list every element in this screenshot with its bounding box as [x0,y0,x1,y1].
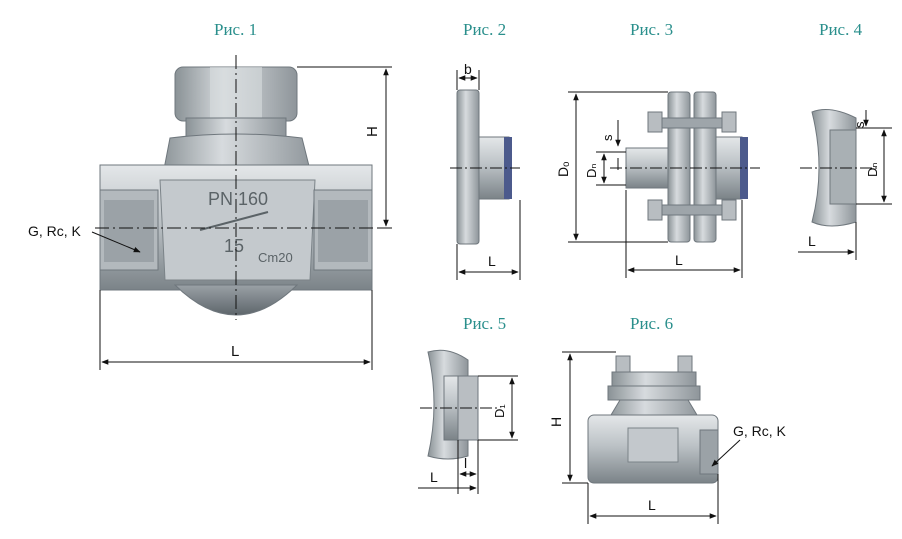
fig1-left-thread [99,189,159,271]
fig3-title: Рис. 3 [630,20,674,39]
fig5-dimensions: D₁ l L [418,375,518,494]
fig3-dim-l: L [675,252,683,268]
fig1-right-thread [313,189,373,271]
fig6-dim-thread: G, Rc, K [733,423,787,439]
fig3-dim-do: Dₒ [555,162,571,177]
fig1-dimensions: H L G, Rc, K [28,66,392,370]
fig4-dim-dn: Dₙ [865,162,880,177]
fig6-dim-l: L [648,497,656,513]
fig1-dim-h: H [364,126,381,137]
fig2-dim-l: L [488,253,496,269]
fig5-dim-l: L [430,469,438,485]
fig6-dimensions: H L G, Rc, K [548,351,787,524]
fig5-weld-end [420,349,500,460]
fig6-dim-h: H [548,417,564,427]
fig4-dim-l: L [808,233,816,249]
fig1-marking-material: Cm20 [258,250,293,265]
fig1-valve: PN 160 15 Cm20 [95,55,378,320]
fig5-dim-l-small: l [464,455,467,471]
fig1-marking-number: 15 [224,236,244,256]
fig4-title: Рис. 4 [819,20,863,39]
fig1-marking-pn: PN 160 [208,189,268,209]
fig2-title: Рис. 2 [463,20,507,39]
fig2-dim-b: b [464,61,472,77]
fig4-dim-s: s [852,121,867,128]
fig3-dim-dn: Dₙ [584,163,599,178]
fig1-dim-thread: G, Rc, K [28,223,82,239]
fig4-socket-end [800,109,880,227]
fig5-title: Рис. 5 [463,314,507,333]
fig2-dimensions: b L [456,61,521,280]
fig3-dimensions: Dₒ Dₙ s L [555,91,743,278]
fig2-flange [450,89,520,245]
fig5-dim-d1: D₁ [492,404,507,418]
fig4-dimensions: Dₙ s L [798,110,892,260]
fig3-flange-pair [610,91,760,243]
fig6-valve [587,355,719,484]
fig3-dim-s: s [600,134,615,141]
fig6-title: Рис. 6 [630,314,674,333]
fig1-dim-l: L [231,343,239,360]
fig1-title: Рис. 1 [214,20,258,39]
